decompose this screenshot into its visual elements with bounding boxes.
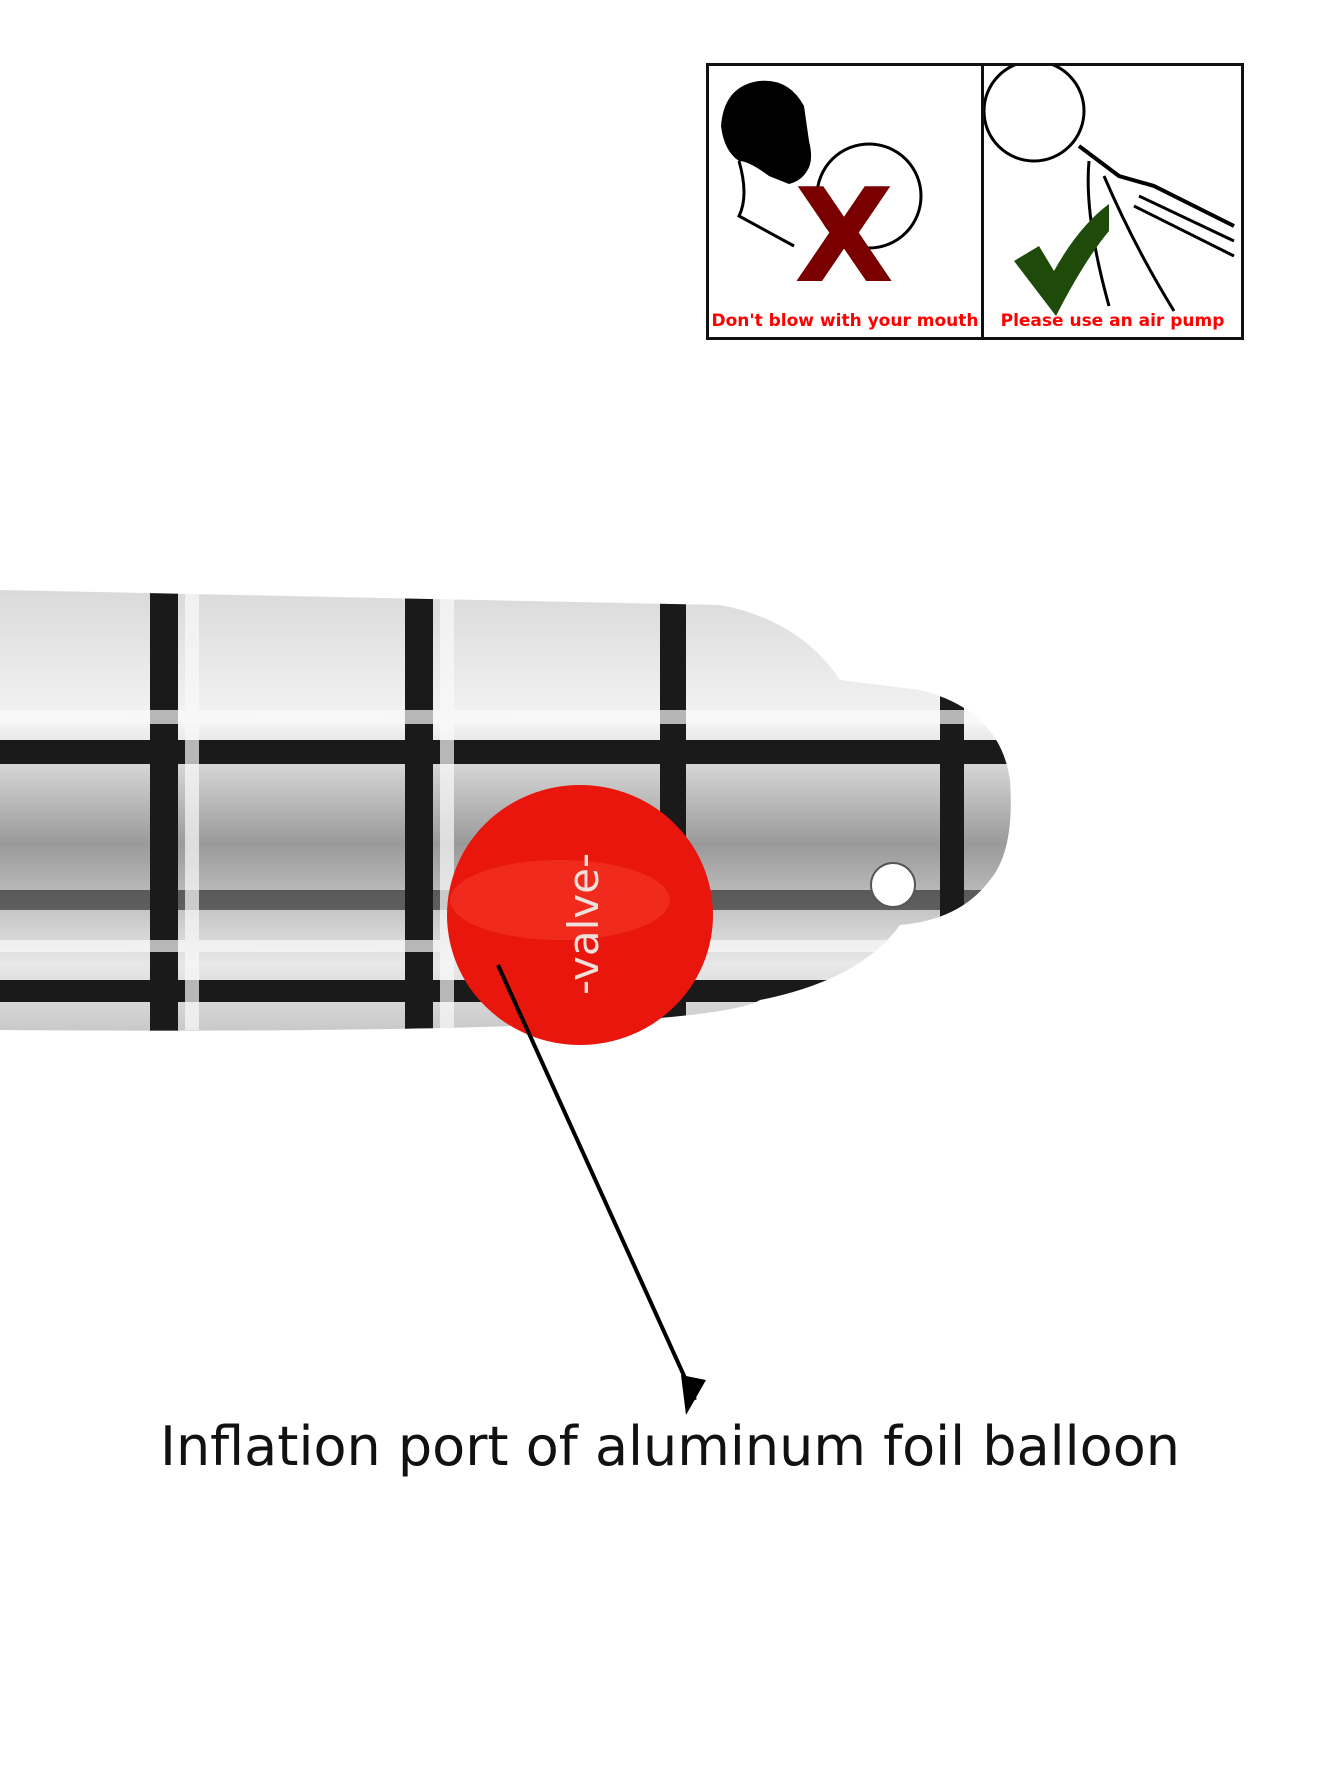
pointer-arrow xyxy=(496,964,697,1401)
valve-circle xyxy=(447,785,713,1045)
x-mark-icon: X xyxy=(794,160,894,312)
foil-balloon-image: -valve- xyxy=(0,590,1011,1415)
use-pump-panel: Please use an air pump xyxy=(981,63,1244,340)
hang-hole xyxy=(870,862,916,908)
valve-label: -valve- xyxy=(559,853,608,995)
dont-blow-label: Don't blow with your mouth xyxy=(711,311,979,331)
person-blowing-balloon-icon: X xyxy=(721,80,923,312)
balloon-pump-icon xyxy=(984,66,1235,316)
use-pump-label: Please use an air pump xyxy=(1000,311,1225,331)
dont-blow-panel: X Don't blow with your mouth xyxy=(706,63,984,340)
caption: Inflation port of aluminum foil balloon xyxy=(160,1415,1180,1478)
check-mark-icon xyxy=(1014,204,1109,316)
